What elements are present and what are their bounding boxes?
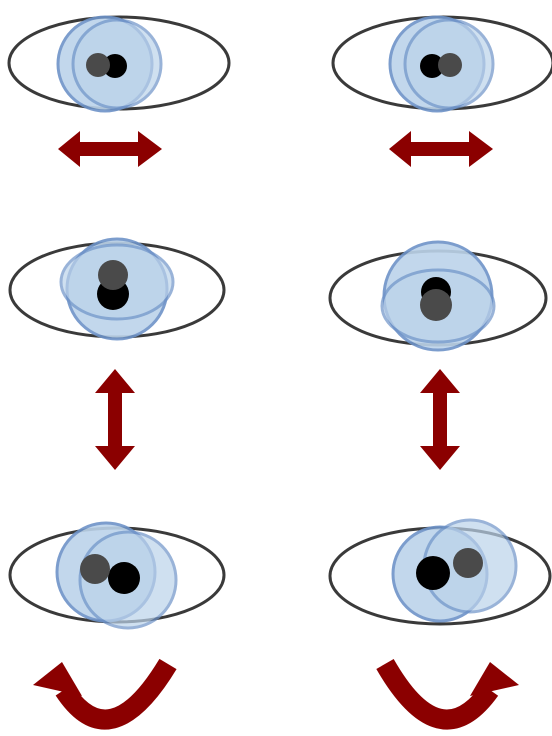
horizontal-double-arrow-icon (58, 131, 162, 167)
horizontal-double-arrow-icon (389, 131, 493, 167)
pupil-ghost (86, 53, 110, 77)
vertical-double-arrow-icon (95, 369, 135, 470)
pupil-ghost (420, 289, 452, 321)
panel-horizontal-left (9, 17, 229, 111)
panel-torsional-left (10, 523, 224, 628)
curved-arrow-clockwise-icon (385, 662, 519, 720)
panel-horizontal-right (333, 17, 552, 111)
panel-vertical-right (330, 242, 546, 350)
curved-arrow-counterclockwise-icon (33, 662, 168, 720)
pupil (108, 562, 140, 594)
vertical-double-arrow-icon (420, 369, 460, 470)
panel-torsional-right (330, 520, 550, 624)
pupil-ghost (453, 548, 483, 578)
pupil-ghost (438, 53, 462, 77)
pupil-ghost (98, 260, 128, 290)
pupil (416, 556, 450, 590)
panel-vertical-left (10, 239, 224, 339)
pupil-ghost (80, 554, 110, 584)
